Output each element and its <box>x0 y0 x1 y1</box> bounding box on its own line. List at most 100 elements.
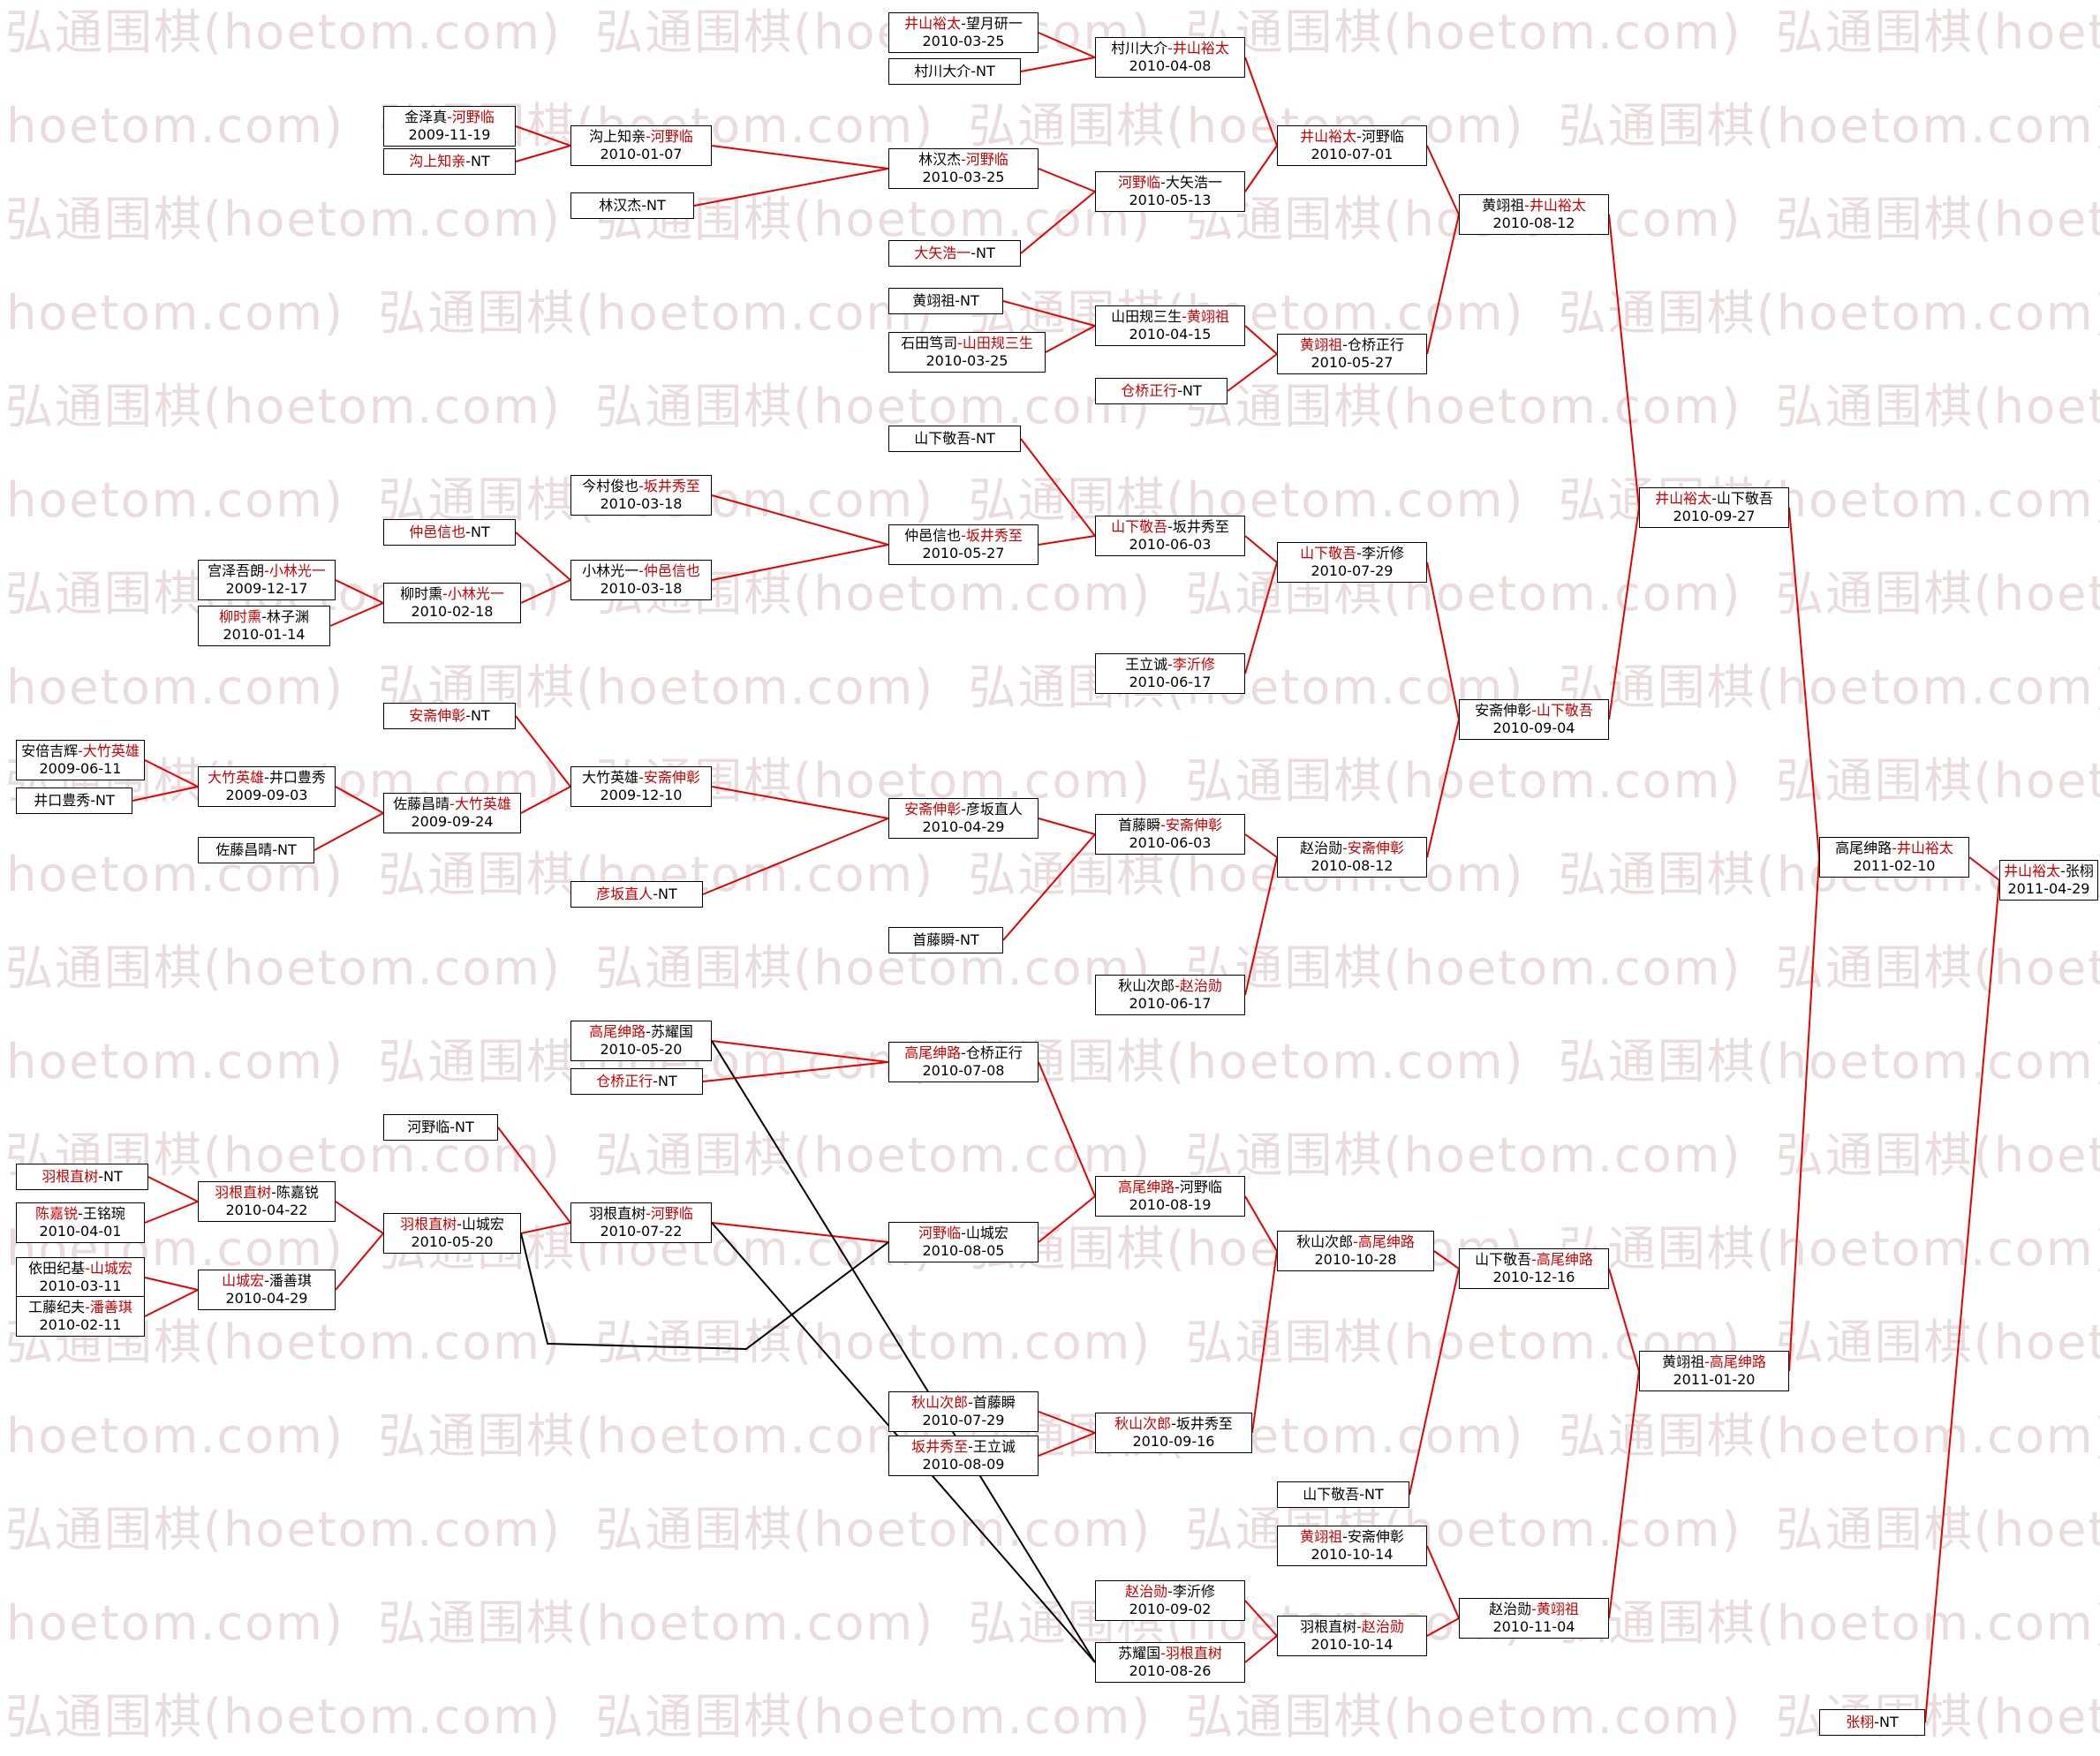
pairing-label: 仲邑信也-NT <box>409 524 490 541</box>
bracket-connector <box>132 786 199 802</box>
player-name: 王立诚 <box>1125 656 1168 673</box>
pairing-label: 山下敬吾-高尾绅路 <box>1475 1251 1593 1269</box>
bracket-connector <box>1968 856 2000 881</box>
player-name: -高尾绅路 <box>1353 1233 1415 1250</box>
bracket-connector <box>1038 818 1096 835</box>
player-name: 秋山次郎 <box>1114 1415 1172 1432</box>
match-date: 2010-03-25 <box>922 169 1005 185</box>
match-date: 2010-03-25 <box>925 352 1008 369</box>
player-name: -小林光一 <box>264 562 326 579</box>
entry-box: 彦坂直人-NT <box>570 881 703 908</box>
match-date: 2009-09-24 <box>411 813 494 830</box>
bracket-connector <box>1020 57 1096 72</box>
match-date: 2010-04-29 <box>225 1290 308 1307</box>
bracket-connector <box>711 145 889 170</box>
bracket-connector <box>1244 145 1278 192</box>
pairing-label: 宫泽吾朗-小林光一 <box>208 562 326 580</box>
match-date: 2010-04-29 <box>922 818 1005 835</box>
match-date: 2010-06-03 <box>1129 834 1212 851</box>
match-date: 2010-09-27 <box>1673 508 1756 524</box>
pairing-label: 首藤瞬-安斋伸彰 <box>1118 817 1222 834</box>
player-name: -NT <box>955 931 979 948</box>
player-name: -彦坂直人 <box>961 801 1023 818</box>
player-name: 宫泽吾朗 <box>208 562 265 579</box>
entry-box: 羽根直树-NT <box>16 1164 148 1190</box>
pairing-label: 黄翊祖-高尾绅路 <box>1662 1353 1766 1371</box>
bracket-connector <box>1227 353 1278 392</box>
player-name: -张栩 <box>2060 863 2094 879</box>
pairing-label: 苏耀国-羽根直树 <box>1118 1645 1222 1662</box>
pairing-label: 羽根直树-NT <box>42 1168 123 1186</box>
match-date: 2010-04-15 <box>1129 326 1212 343</box>
player-name: 大竹英雄 <box>208 769 265 786</box>
player-name: -安斋伸彰 <box>1342 840 1404 856</box>
match-date: 2010-02-18 <box>411 603 494 620</box>
player-name: -安斋伸彰 <box>1160 817 1222 833</box>
pairing-label: 黄翊祖-井山裕太 <box>1482 197 1586 215</box>
bracket-connector <box>1608 1370 1640 1619</box>
match-date: 2011-02-10 <box>1853 857 1936 874</box>
bracket-connector <box>1002 300 1096 327</box>
player-name: -李沂修 <box>1167 656 1215 673</box>
entry-box: 山下敬吾-NT <box>888 426 1021 452</box>
match-date: 2010-08-12 <box>1311 857 1394 874</box>
entry-box: 林汉杰-NT <box>570 192 694 219</box>
player-name: 苏耀国 <box>1118 1645 1161 1662</box>
player-name: 安斋伸彰 <box>409 707 466 724</box>
player-name: -山城宏 <box>85 1260 132 1277</box>
bracket-connector <box>1244 57 1278 147</box>
pairing-label: 仲邑信也-坂井秀至 <box>904 527 1023 545</box>
pairing-label: 柳时熏-小林光一 <box>400 585 504 603</box>
bracket-connector <box>693 168 889 207</box>
bracket-connector <box>1038 168 1096 192</box>
pairing-label: 安斋伸彰-NT <box>409 707 490 725</box>
pairing-label: 安倍吉辉-大竹英雄 <box>21 742 140 760</box>
player-name: -赵治勋 <box>1175 977 1222 994</box>
player-name: -王铭琬 <box>78 1205 125 1222</box>
player-name: 河野临 <box>407 1119 450 1135</box>
pairing-label: 山田规三生-黄翊祖 <box>1111 308 1229 326</box>
player-name: 羽根直树 <box>215 1184 272 1201</box>
player-name: -赵治勋 <box>1356 1618 1404 1635</box>
player-name: -河野临 <box>447 109 495 125</box>
bracket-connector <box>1002 833 1096 941</box>
pairing-label: 佐藤昌晴-NT <box>215 841 297 859</box>
match-date: 2009-11-19 <box>408 126 491 143</box>
match-date: 2010-08-26 <box>1129 1662 1212 1679</box>
player-name: 陈嘉锐 <box>35 1205 79 1222</box>
player-name: 黄翊祖 <box>1300 336 1343 353</box>
player-name: 秋山次郎 <box>1118 977 1175 994</box>
bracket-connector <box>711 1040 1096 1663</box>
player-name: 大矢浩一 <box>914 245 971 261</box>
bracket-connector <box>1924 879 2000 1723</box>
player-name: -首藤瞬 <box>968 1394 1016 1411</box>
player-name: -NT <box>98 1168 123 1185</box>
pairing-label: 金泽真-河野临 <box>404 109 495 126</box>
player-name: 井山裕太 <box>2004 863 2061 879</box>
pairing-label: 黄翊祖-仓桥正行 <box>1300 336 1404 354</box>
player-name: -河野临 <box>1356 128 1404 145</box>
match-date: 2010-01-14 <box>223 626 306 643</box>
pairing-label: 高尾绅路-苏耀国 <box>589 1023 693 1041</box>
player-name: -山下敬吾 <box>1711 490 1773 507</box>
player-name: 柳时熏 <box>219 608 262 625</box>
bracket-connector <box>1409 1268 1460 1496</box>
match-date: 2010-05-27 <box>1311 354 1394 371</box>
match-date: 2010-10-14 <box>1311 1636 1394 1653</box>
player-name: -羽根直树 <box>1160 1645 1222 1662</box>
